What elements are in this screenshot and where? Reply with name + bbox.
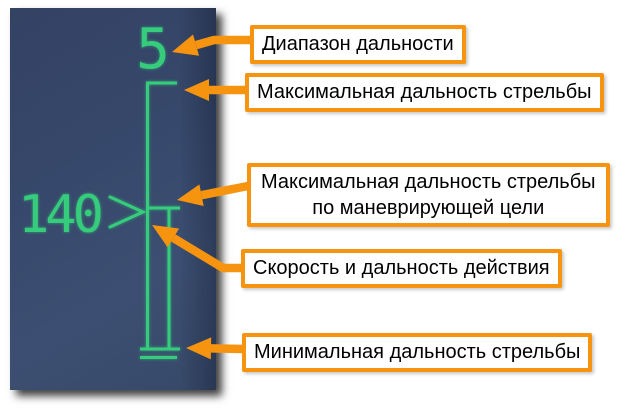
- target-range-value: 140: [18, 185, 101, 245]
- target-range-caret: [108, 195, 147, 229]
- callout-max-firing-range-maneuvering: Максимальная дальность стрельбы по манев…: [247, 163, 610, 227]
- callout-label: Максимальная дальность стрельбы: [257, 81, 592, 103]
- callout-range-band: Диапазон дальности: [250, 25, 466, 64]
- callout-label: Минимальная дальность стрельбы: [254, 341, 581, 363]
- callout-speed-and-range: Скорость и дальность действия: [241, 249, 562, 288]
- range-scale-digit: 5: [136, 17, 170, 82]
- callout-label: Скорость и дальность действия: [253, 257, 550, 279]
- callout-min-firing-range: Минимальная дальность стрельбы: [242, 333, 593, 372]
- callout-label: Диапазон дальности: [262, 33, 454, 55]
- callout-label-line2: по маневрирующей цели: [312, 197, 545, 219]
- callout-label-line1: Максимальная дальность стрельбы: [261, 171, 596, 193]
- hud-symbology: 5 140: [18, 17, 180, 359]
- hud-panel: 5 140: [10, 8, 216, 390]
- callout-max-firing-range: Максимальная дальность стрельбы: [245, 73, 604, 112]
